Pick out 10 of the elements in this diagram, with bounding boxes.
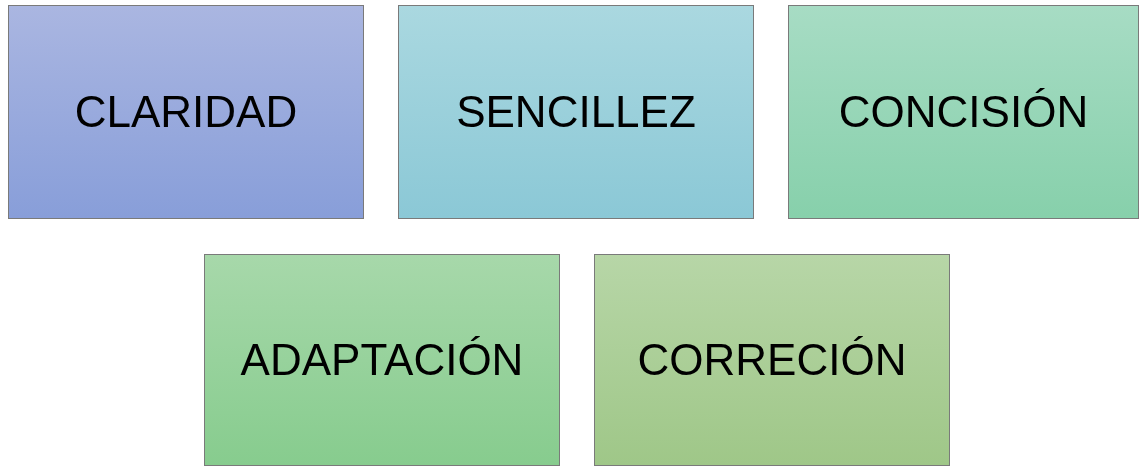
box-label: CORRECIÓN: [637, 335, 907, 385]
box-label: CLARIDAD: [74, 87, 298, 137]
text-box: [788, 5, 1139, 219]
text-box: [594, 254, 950, 466]
text-box: [398, 5, 754, 219]
box-label: ADAPTACIÓN: [240, 335, 524, 385]
text-box: [204, 254, 560, 466]
text-box: [8, 5, 364, 219]
box-label: SENCILLEZ: [456, 87, 696, 137]
box-label: CONCISIÓN: [838, 87, 1089, 137]
